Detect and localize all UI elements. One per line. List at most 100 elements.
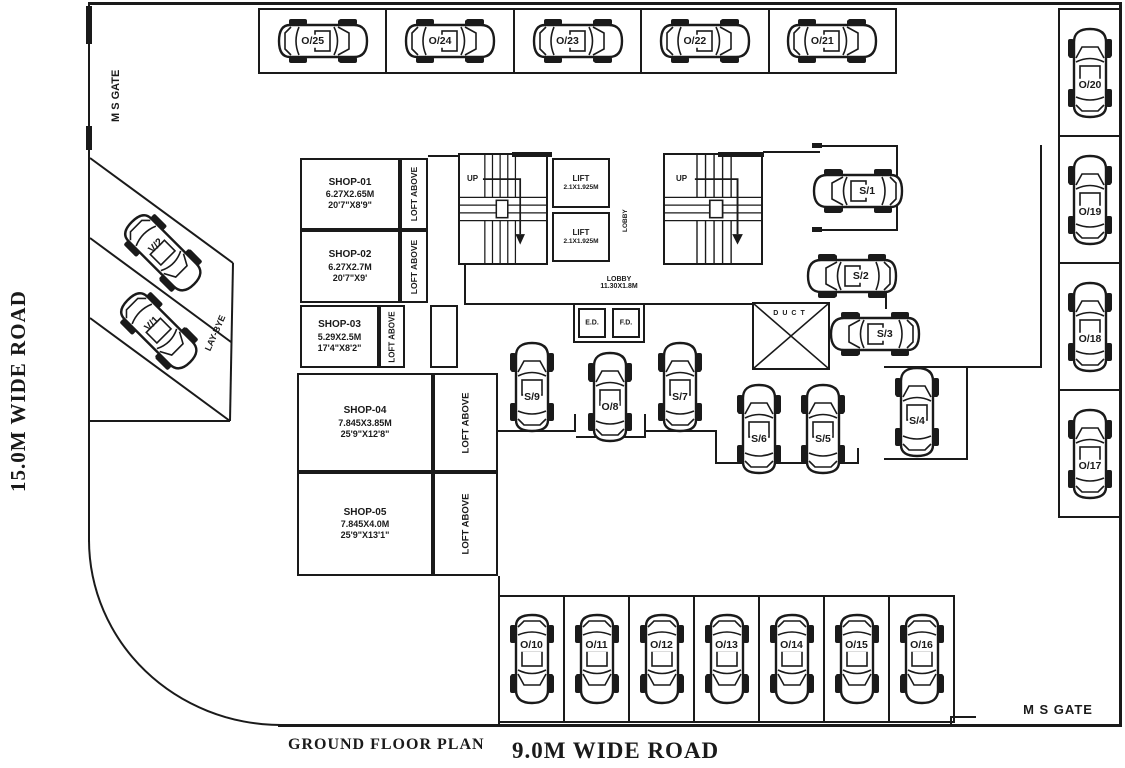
wall-segment	[763, 151, 820, 153]
gate-post-top-left-2	[86, 126, 92, 150]
wall-court-east	[1040, 145, 1042, 368]
loft-above-label: LOFT ABOVE	[460, 392, 471, 453]
service-strip	[430, 305, 458, 368]
wall-stub-s1-bay	[812, 143, 822, 148]
gate-label-bottom-right: M S GATE	[1023, 702, 1093, 717]
wall-segment	[428, 155, 460, 157]
car-icon	[736, 383, 782, 475]
lobby-area: LOBBY 11.30X1.8M	[560, 268, 678, 298]
duct-label: DUCT	[771, 310, 811, 317]
stall-label: S/5	[814, 432, 832, 446]
shop-03-loft: LOFT ABOVE	[379, 305, 405, 368]
lift-dim: 2.1X1.925M	[563, 183, 599, 191]
car-icon	[1067, 27, 1113, 118]
stall-label: S/4	[908, 414, 926, 428]
wall-under-s6-s5	[715, 462, 859, 464]
shop-03-dim-m: 5.29X2.5M	[317, 331, 362, 342]
car-icon	[894, 366, 940, 458]
stall-label: O/19	[1077, 205, 1103, 219]
car-icon	[573, 613, 620, 705]
fd-label: F.D.	[619, 319, 633, 327]
staircase-left: UP	[458, 153, 548, 265]
stall-label: O/17	[1077, 459, 1103, 473]
lobby-dim: 11.30X1.8M	[600, 283, 638, 290]
parking-stall-s5: S/5	[792, 380, 854, 478]
car-icon	[638, 613, 685, 705]
lift-dim: 2.1X1.925M	[563, 237, 599, 245]
parking-stall-o8: O/8	[580, 348, 640, 446]
road-label-left: 15.0M WIDE ROAD	[6, 290, 30, 492]
ed-fd-block	[573, 303, 645, 343]
shop-04-loft: LOFT ABOVE	[433, 373, 498, 472]
shop-03-name: SHOP-03	[318, 319, 361, 330]
wall-lobby-bottom-b	[644, 303, 754, 305]
parking-stall-s3: S/3	[826, 308, 924, 360]
shop-05-dim-m: 7.845X4.0M	[340, 519, 390, 529]
stair-up-label: UP	[466, 174, 480, 183]
shop-04-name: SHOP-04	[343, 405, 387, 416]
stall-label: O/13	[714, 639, 739, 652]
gate-step-bottom-right	[950, 716, 976, 718]
gate-label-top-left: M S GATE	[110, 69, 122, 122]
gate-step-bottom-right-2	[950, 716, 952, 725]
parking-stall-o25: O/25	[260, 10, 388, 72]
shop-03-dim-ft: 17'4"X8'2"	[317, 342, 362, 353]
stall-label: S/6	[750, 432, 768, 446]
stall-label: O/8	[600, 400, 620, 414]
car-icon	[833, 613, 880, 705]
shop-04-dim-ft: 25'9"X12'8"	[340, 428, 390, 439]
car-icon	[111, 283, 207, 379]
car-icon	[657, 341, 703, 433]
car-icon	[1067, 281, 1113, 372]
staircase-right: UP	[663, 153, 763, 265]
stall-label: S/1	[858, 184, 877, 198]
parking-stall-o24: O/24	[387, 10, 515, 72]
stall-label: O/14	[779, 639, 804, 652]
car-icon	[508, 613, 555, 705]
shop-02-dim-ft: 20'7"X9'	[332, 272, 368, 283]
laybye-stall-v1: V/1	[111, 281, 207, 381]
wall-lobby-left	[464, 265, 466, 305]
fd-box: F.D.	[612, 308, 640, 338]
staircase-right-treads	[665, 155, 761, 263]
car-icon	[703, 613, 750, 705]
stall-label: S/7	[671, 390, 689, 404]
parking-stall-o23: O/23	[515, 10, 643, 72]
parking-stall-o22: O/22	[642, 10, 770, 72]
shop-02-loft: LOFT ABOVE	[400, 230, 428, 303]
shop-02-dim-m: 6.27X2.7M	[328, 261, 372, 272]
bottom-parking-row: O/10 O/11 O/12 O/13 O/14 O/15 O/16	[498, 595, 955, 723]
stall-label: O/22	[682, 34, 708, 48]
car-icon	[898, 613, 945, 705]
stall-label: O/21	[809, 34, 835, 48]
shop-05-name: SHOP-05	[343, 506, 387, 518]
parking-stall-s1: S/1	[812, 162, 904, 220]
car-icon	[1067, 408, 1113, 499]
parking-stall-o17: O/17	[1060, 391, 1120, 516]
top-parking-row: O/25 O/24 O/23 O/22 O/21	[258, 8, 897, 74]
stall-label: O/18	[1077, 332, 1103, 346]
loft-above-label: LOFT ABOVE	[387, 310, 397, 363]
shop-01-name: SHOP-01	[328, 176, 372, 188]
gate-post-top-left	[86, 6, 92, 44]
parking-stall-o12: O/12	[630, 597, 695, 721]
car-icon	[1067, 154, 1113, 245]
car-icon	[509, 341, 555, 433]
wall-stub	[885, 293, 887, 309]
car-icon	[587, 351, 633, 443]
stall-label: O/10	[519, 639, 544, 652]
parking-stall-o11: O/11	[565, 597, 630, 721]
wall-stub	[644, 414, 646, 438]
shop-01-dim-m: 6.27X2.65M	[325, 189, 375, 199]
wall-left-boundary	[88, 2, 90, 542]
parking-stall-s9: S/9	[500, 338, 564, 436]
plan-title: GROUND FLOOR PLAN	[288, 736, 485, 753]
parking-stall-s2: S/2	[806, 250, 898, 302]
